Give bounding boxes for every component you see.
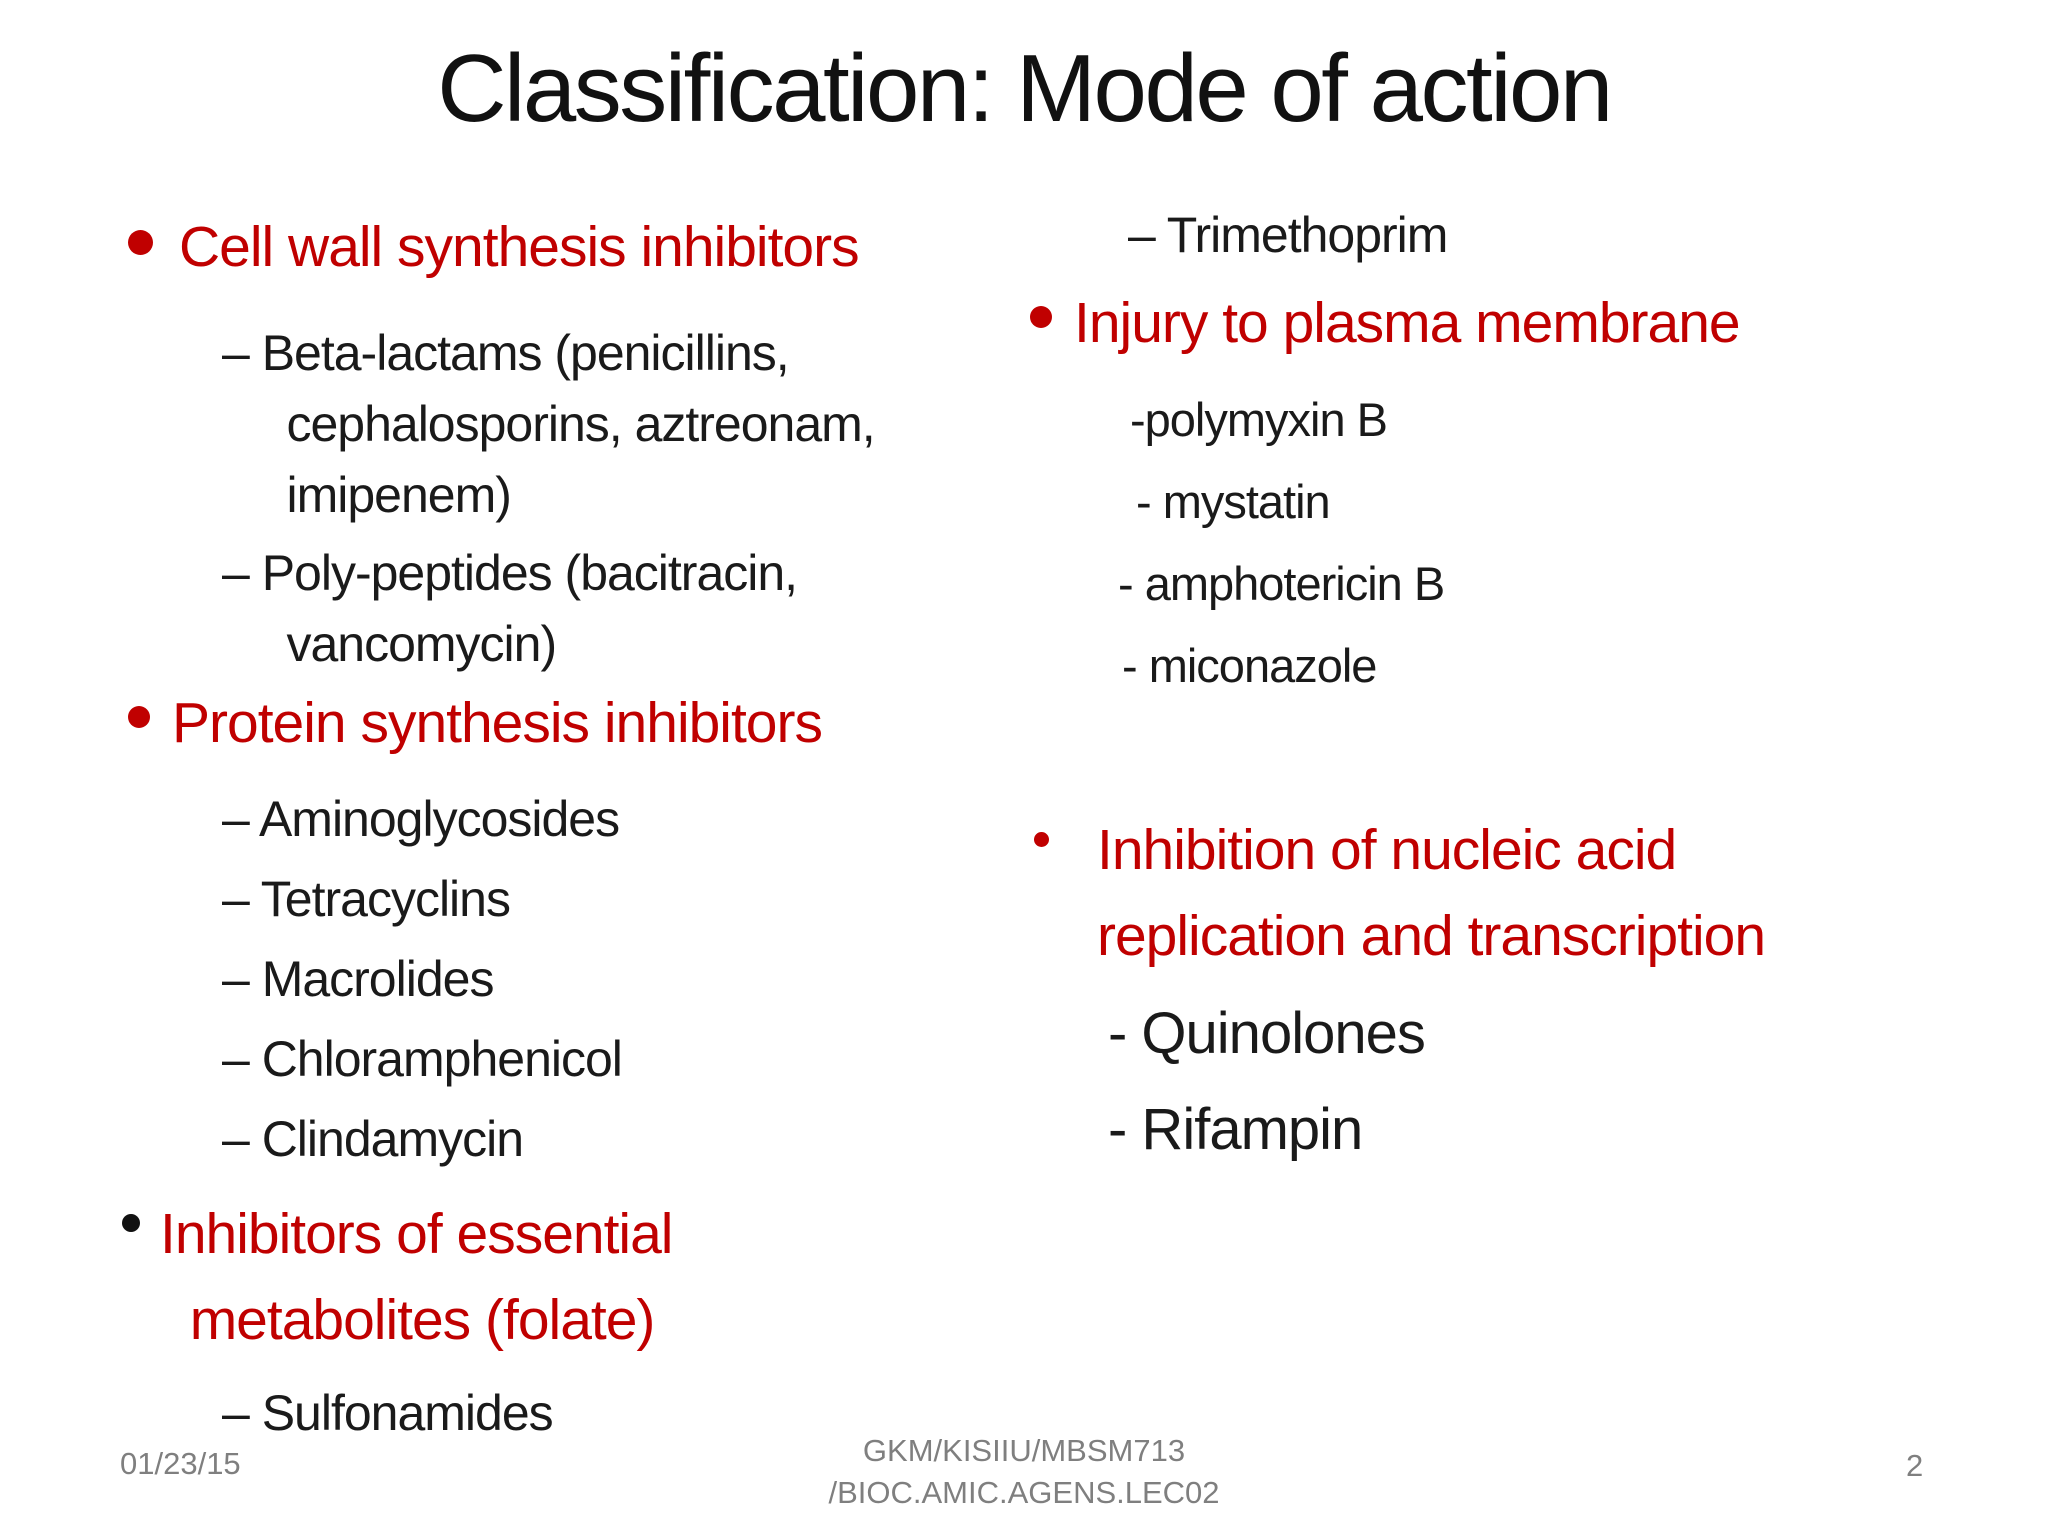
list-item-polymyxin: -polymyxin B [1130,393,1388,446]
bullet-item-cell-wall: Cell wall synthesis inhibitors [128,212,860,283]
section-header-protein: Protein synthesis inhibitors [172,691,823,755]
bullet-item-protein: Protein synthesis inhibitors [128,688,823,759]
list-item-aminoglycosides: – Aminoglycosides [222,791,620,847]
list-item-beta-lactams: – Beta-lactams (penicillins, cephalospor… [222,325,876,523]
list-item-amphotericin: - amphotericin B [1118,557,1445,610]
section-header-cell-wall: Cell wall synthesis inhibitors [179,215,860,279]
list-item-macrolides: – Macrolides [222,951,494,1007]
bullet-icon [1034,832,1049,847]
bullet-icon [1030,306,1052,328]
footer-page-number: 2 [1906,1448,1924,1483]
list-item-quinolones: - Quinolones [1108,1001,1426,1066]
list-item-poly-peptides: – Poly-peptides (bacitracin, vancomycin) [222,545,798,672]
list-item-trimethoprim: – Trimethoprim [1128,207,1448,263]
footer-reference: GKM/KISIIU/MBSM713 /BIOC.AMIC.AGENS.LEC0… [828,1433,1220,1510]
section-header-nucleic-acid: Inhibition of nucleic acid replication a… [1097,818,1766,968]
bullet-item-nucleic-acid: Inhibition of nucleic acid replication a… [1034,808,1766,979]
section-header-essential-metabolites: Inhibitors of essential metabolites (fol… [160,1202,673,1352]
bullet-item-essential-metabolites: Inhibitors of essential metabolites (fol… [122,1192,673,1363]
bullet-icon [128,230,153,255]
list-item-mystatin: - mystatin [1136,475,1331,528]
footer-date: 01/23/15 [120,1446,241,1481]
list-item-sulfonamides: – Sulfonamides [222,1385,554,1441]
bullet-icon [128,706,150,728]
list-item-rifampin: - Rifampin [1108,1097,1363,1162]
list-item-clindamycin: – Clindamycin [222,1111,524,1167]
bullet-icon [122,1214,140,1232]
list-item-tetracyclins: – Tetracyclins [222,871,511,927]
slide-title: Classification: Mode of action [437,35,1613,142]
bullet-item-plasma-membrane: Injury to plasma membrane [1030,288,1741,359]
list-item-miconazole: - miconazole [1122,639,1377,692]
section-header-plasma-membrane: Injury to plasma membrane [1074,291,1741,355]
list-item-chloramphenicol: – Chloramphenicol [222,1031,623,1087]
